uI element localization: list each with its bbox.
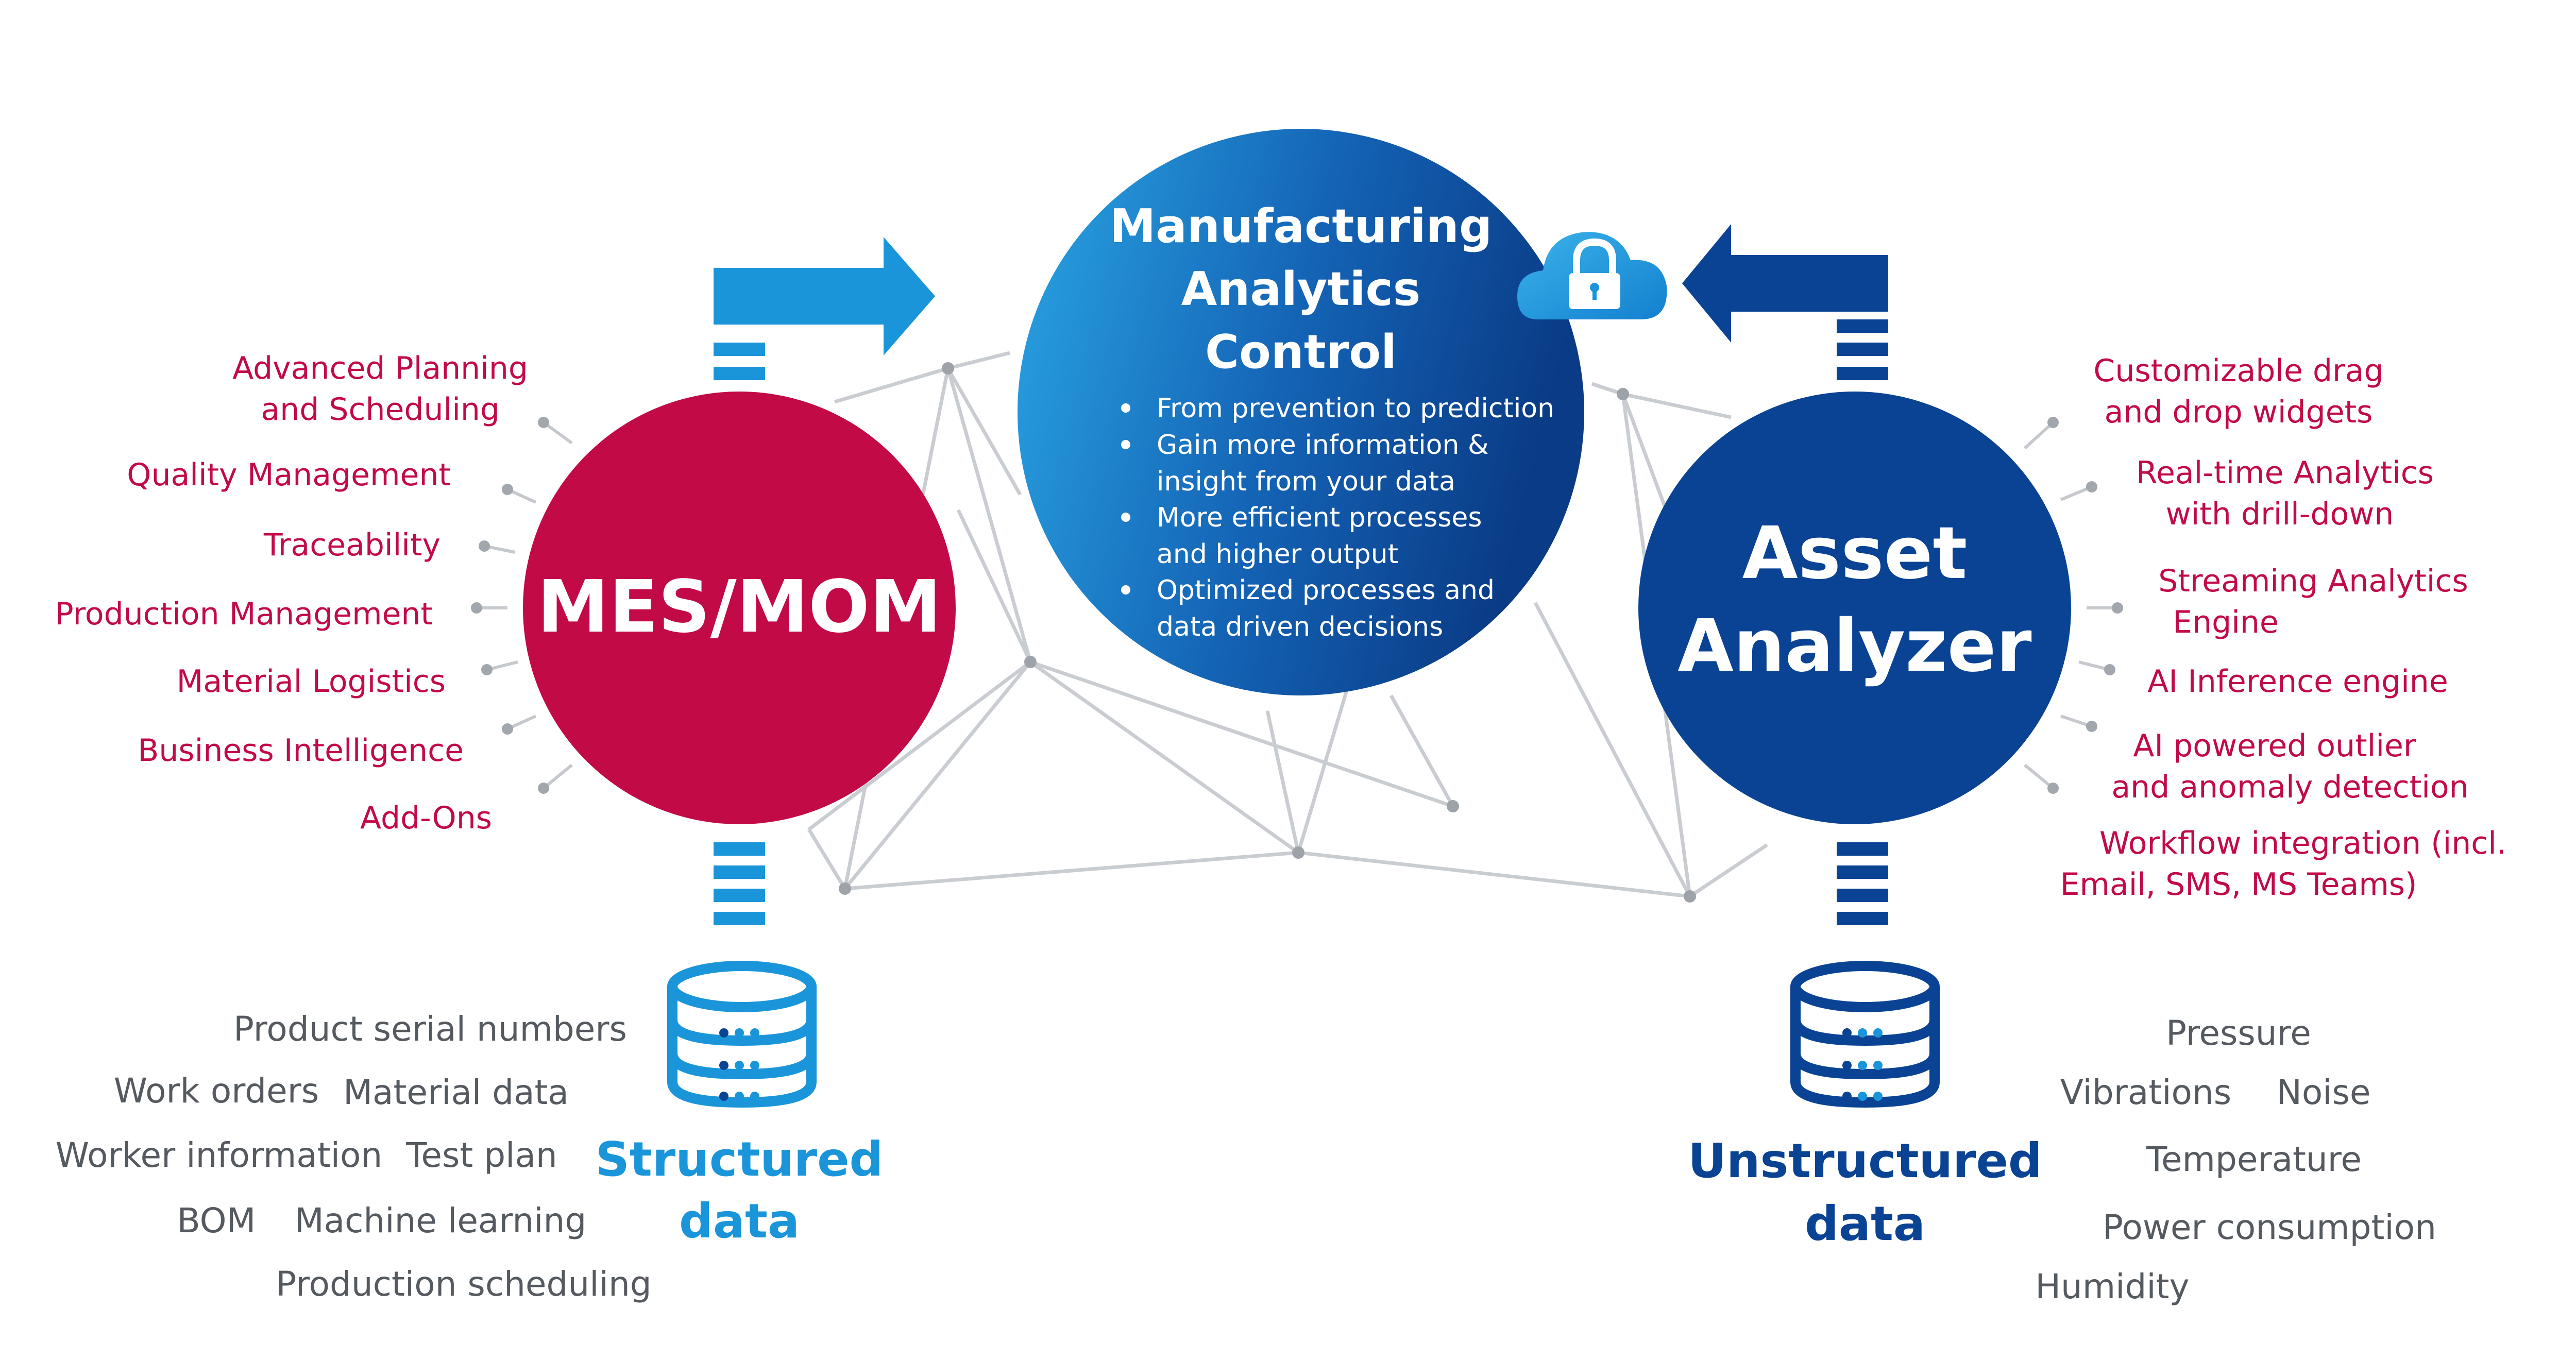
mes-mom-circle <box>523 392 956 824</box>
asset-feature-6-line-2: Email, SMS, MS Teams) <box>2060 867 2417 903</box>
unstructured-label-1: Unstructured <box>1688 1133 2042 1188</box>
structured-item: Material data <box>343 1073 569 1112</box>
structured-item: Test plan <box>405 1135 557 1175</box>
structured-items: Product serial numbers Work orders Mater… <box>56 1009 652 1304</box>
structured-stripes <box>714 842 765 925</box>
structured-item: BOM <box>177 1201 256 1241</box>
database-dots <box>1842 1028 1883 1101</box>
structured-item: Worker information <box>56 1135 382 1175</box>
bullet-2-line-2: insight from your data <box>1157 466 1455 497</box>
mes-feature-5: Material Logistics <box>177 664 446 700</box>
asset-title-1: Asset <box>1742 512 1968 596</box>
asset-feature-3-line-1: Streaming Analytics <box>2158 563 2468 599</box>
unstructured-item: Temperature <box>2146 1140 2362 1179</box>
bullet-2-line-1: Gain more information & <box>1157 430 1489 461</box>
asset-feature-list: Customizable drag and drop widgets Real-… <box>2060 353 2506 903</box>
mes-feature-1-line-1: Advanced Planning <box>232 350 528 386</box>
asset-feature-6-line-1: Workflow integration (incl. <box>2099 825 2506 861</box>
asset-feature-1-line-1: Customizable drag <box>2093 353 2383 389</box>
center-content: Manufacturing Analytics Control From pre… <box>1110 199 1554 642</box>
asset-feature-1-line-2: and drop widgets <box>2105 394 2373 430</box>
unstructured-item: Vibrations <box>2060 1073 2231 1112</box>
structured-item: Product serial numbers <box>233 1009 627 1049</box>
bullet-3-line-2: and higher output <box>1157 539 1398 570</box>
database-dots <box>719 1028 759 1101</box>
bullet-1: From prevention to prediction <box>1157 393 1554 424</box>
structured-label-1: Structured <box>596 1132 884 1187</box>
mes-mom-title: MES/MOM <box>537 565 942 649</box>
arrow-left-icon <box>1682 224 1888 380</box>
structured-label-2: data <box>679 1194 800 1249</box>
unstructured-item: Power consumption <box>2103 1208 2436 1247</box>
unstructured-item: Noise <box>2276 1073 2370 1112</box>
unstructured-items: Pressure Vibrations Noise Temperature Po… <box>2035 1013 2436 1306</box>
mes-feature-7: Add-Ons <box>360 800 492 836</box>
bullet-4-line-2: data driven decisions <box>1157 611 1443 642</box>
asset-feature-5-line-2: and anomaly detection <box>2111 769 2468 805</box>
unstructured-item: Humidity <box>2035 1267 2189 1306</box>
asset-connectors <box>2023 417 2123 794</box>
asset-feature-2-line-1: Real-time Analytics <box>2136 455 2434 491</box>
asset-feature-3-line-2: Engine <box>2173 604 2279 640</box>
structured-item: Machine learning <box>295 1201 587 1241</box>
mes-feature-4: Production Management <box>55 596 433 632</box>
mes-feature-1-line-2: and Scheduling <box>261 392 500 428</box>
structured-item: Work orders <box>114 1071 319 1111</box>
cloud-lock-icon <box>1517 232 1667 319</box>
mes-feature-2: Quality Management <box>127 457 451 493</box>
asset-feature-5-line-1: AI powered outlier <box>2133 728 2416 764</box>
bullet-3-line-1: More efficient processes <box>1157 502 1482 533</box>
mes-feature-3: Traceability <box>263 527 440 563</box>
asset-title-2: Analyzer <box>1677 604 2031 688</box>
center-title-3: Control <box>1205 325 1397 379</box>
center-title-2: Analytics <box>1181 262 1421 316</box>
asset-feature-2-line-2: with drill-down <box>2166 496 2394 532</box>
unstructured-label-2: data <box>1805 1196 1925 1251</box>
network-nodes <box>839 362 1696 903</box>
unstructured-stripes <box>1837 842 1888 925</box>
database-icon <box>1790 961 1940 1108</box>
database-icon <box>667 961 817 1108</box>
arrow-right-icon <box>714 237 935 380</box>
bullet-4-line-1: Optimized processes and <box>1157 575 1495 606</box>
asset-analyzer-circle <box>1638 392 2071 824</box>
asset-feature-4: AI Inference engine <box>2147 664 2448 700</box>
mes-feature-list: Advanced Planning and Scheduling Quality… <box>55 350 528 836</box>
structured-item: Production scheduling <box>276 1264 651 1304</box>
center-title-1: Manufacturing <box>1110 199 1493 253</box>
manufacturing-analytics-circle <box>1018 129 1584 695</box>
mes-connectors <box>471 417 573 794</box>
mes-feature-6: Business Intelligence <box>138 733 464 769</box>
unstructured-item: Pressure <box>2166 1013 2311 1053</box>
